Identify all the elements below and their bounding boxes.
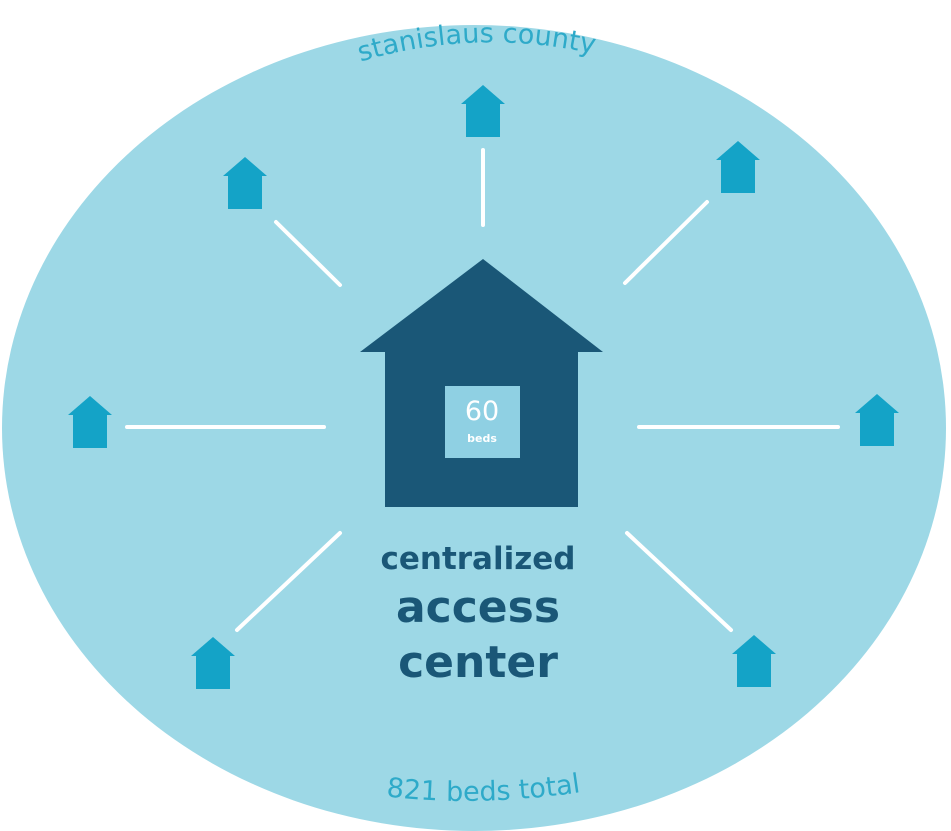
satellite-right-icon	[855, 394, 899, 446]
central-house-icon	[360, 259, 603, 507]
center-title-line1: centralized	[380, 541, 575, 577]
connector-top-right	[623, 200, 709, 285]
center-title-line2: access	[396, 582, 560, 633]
connector-bottom-right	[625, 531, 733, 632]
satellite-bottom-right-icon	[732, 635, 776, 687]
bed-count-box	[445, 386, 520, 458]
satellite-top-right-icon	[716, 141, 760, 193]
satellite-houses	[68, 85, 899, 689]
satellite-left-icon	[68, 396, 112, 448]
satellite-bottom-left-icon	[191, 637, 235, 689]
satellite-top-left-icon	[223, 157, 267, 209]
connector-bottom-left	[235, 531, 342, 632]
center-title-line3: center	[398, 637, 558, 688]
bed-count-unit: beds	[467, 432, 497, 445]
satellite-top-icon	[461, 85, 505, 137]
connector-lines	[125, 148, 840, 632]
connector-top-left	[274, 220, 342, 287]
bed-count-number: 60	[465, 396, 499, 427]
